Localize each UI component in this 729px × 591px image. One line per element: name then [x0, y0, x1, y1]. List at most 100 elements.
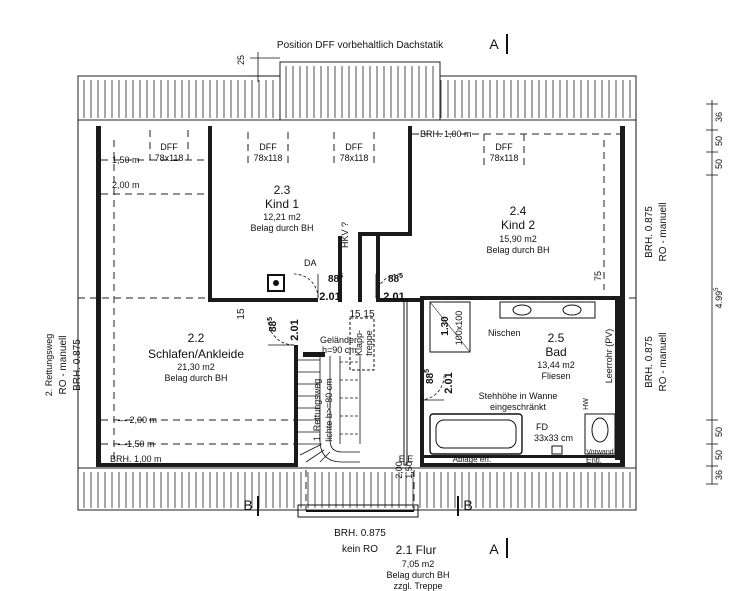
ablage-note: Ablage erf.: [453, 455, 492, 464]
brh-bottom-left: BRH. 1,00 m: [110, 454, 162, 464]
door-labels: 885 885 885 885 2.01 2.01 2.01 2.01 15 1…: [236, 271, 603, 394]
flur-exit: [297, 504, 419, 518]
door-885-c: 885: [267, 317, 279, 332]
room-number: 2.2: [188, 331, 205, 345]
dim-75: 75: [593, 271, 603, 281]
room-name: Bad: [545, 345, 566, 359]
hw-note: HW: [583, 398, 590, 410]
room-number-name: 2.1 Flur: [396, 543, 437, 557]
left-ro: RO - manuell: [58, 336, 69, 395]
room-name: Schlafen/Ankleide: [148, 347, 244, 361]
da-note: DA: [304, 258, 317, 268]
dff-window: DFF 78x118: [333, 132, 375, 166]
entl-note: Entl.: [586, 456, 602, 465]
dormer-top: [279, 61, 441, 121]
section-a-top: A: [489, 36, 499, 52]
nische-height: 1.30: [440, 316, 451, 336]
gelaender-height: h=90 cm: [322, 345, 357, 355]
right-dimension-chain: 36 50 50 4.995 50 50 36: [706, 100, 724, 485]
dff-size: 78x118: [254, 153, 283, 163]
dim-15: 15: [236, 308, 247, 320]
door-swings: [267, 273, 445, 401]
dff-windows: DFF 78x118 DFF 78x118 DFF 78x118 DFF 78x…: [149, 130, 525, 166]
dim-25: 25: [236, 55, 246, 65]
h150-bottom: —1,50 m: [118, 439, 155, 449]
stair-200: 2,00: [394, 461, 404, 479]
room-kind2: 2.4 Kind 2 15,90 m2 Belag durch BH: [486, 204, 549, 255]
left-brh: BRH. 0.875: [72, 339, 83, 391]
door-885-a: 885: [328, 273, 343, 285]
section-a-markers: A A: [489, 34, 508, 558]
right-ro-2: RO - manuell: [658, 333, 669, 392]
nische-size: 100x100: [454, 311, 464, 346]
room-number: 2.3: [274, 183, 291, 197]
room-kind1: 2.3 Kind 1 12,21 m2 Belag durch BH: [250, 183, 313, 233]
hkv-note: HKV ?: [340, 222, 350, 248]
dff-window: DFF 78x118: [247, 132, 289, 166]
stehhoehe-2: eingeschränkt: [490, 402, 547, 412]
dim-right-50-b: 50: [714, 159, 724, 169]
left-rettung: 2. Rettungsweg: [44, 334, 54, 397]
brh-flur: BRH. 0.875: [334, 528, 386, 539]
roof-hatch-bottom: [77, 467, 637, 511]
section-b-markers: B B: [243, 496, 473, 516]
annotations: HKV ? DA Geländer h=90 cm Klapp- treppe …: [304, 222, 614, 479]
dff-window: DFF 78x118: [149, 130, 189, 163]
room-floor: Belag durch BH: [486, 245, 549, 255]
room-bad: 2.5 Bad 13,44 m2 Fliesen: [537, 331, 575, 381]
room-floor: Belag durch BH: [164, 373, 227, 383]
vorwand-note: Vorwand: [586, 449, 613, 456]
rettungsweg-note: 1. Rettungsweg: [312, 379, 322, 442]
section-a-bottom: A: [489, 541, 499, 557]
room-area: 12,21 m2: [263, 212, 301, 222]
dim-right-50-a: 50: [714, 136, 724, 146]
h200-top: 2,00 m: [112, 180, 140, 190]
stair-150: 1,50: [404, 461, 414, 479]
room-number: 2.5: [548, 331, 565, 345]
nischen-note: Nischen: [488, 328, 521, 338]
right-ro-1: RO - manuell: [658, 203, 669, 262]
door-201-b: 2.01: [383, 291, 404, 303]
dim-right-36-bottom: 36: [714, 470, 724, 480]
right-brh-1: BRH. 0.875: [644, 206, 655, 258]
room-number: 2.4: [510, 204, 527, 218]
dff-label: DFF: [495, 142, 513, 152]
stehhoehe-1: Stehhöhe in Wanne: [479, 391, 558, 401]
door-885-d: 885: [424, 369, 436, 384]
room-name: Kind 1: [265, 197, 299, 211]
stair-ee: E E: [399, 454, 414, 464]
right-brh-2: BRH. 0.875: [644, 336, 655, 388]
brh-top: BRH. 1,00 m: [420, 129, 472, 139]
room-floor: Belag durch BH: [250, 223, 313, 233]
left-window-notes: 2. Rettungsweg RO - manuell BRH. 0.875: [44, 334, 83, 397]
right-window-notes: BRH. 0.875 RO - manuell BRH. 0.875 RO - …: [644, 203, 669, 392]
door-201-c: 2.01: [289, 319, 301, 340]
h200-bottom: — 2,00 m: [118, 415, 157, 425]
dff-window: DFF 78x118: [483, 134, 525, 166]
room-area: 21,30 m2: [177, 362, 215, 372]
section-b-left: B: [243, 497, 252, 513]
room-area: 13,44 m2: [537, 360, 575, 370]
room-flur: 2.1 Flur 7,05 m2 Belag durch BH zzgl. Tr…: [386, 543, 449, 591]
rettungsweg-width: lichte b>=80 cm: [324, 378, 334, 442]
room-schlafen: 2.2 Schlafen/Ankleide 21,30 m2 Belag dur…: [148, 331, 244, 383]
klapptreppe-1: Klapp-: [354, 330, 364, 356]
fd-size: 33x33 cm: [534, 433, 573, 443]
dff-size: 78x118: [340, 153, 369, 163]
dim-right-50-d: 50: [714, 450, 724, 460]
section-b-right: B: [463, 497, 472, 513]
door-201-a: 2.01: [319, 291, 340, 303]
position-note: Position DFF vorbehaltlich Dachstatik: [277, 40, 444, 51]
fd-label: FD: [536, 422, 548, 432]
staircase: [298, 356, 361, 463]
h150-top: 1,50 m: [112, 155, 140, 165]
dff-label: DFF: [259, 142, 277, 152]
klapptreppe-2: treppe: [364, 330, 374, 356]
gelaender-note: Geländer: [320, 335, 357, 345]
door-201-d: 2.01: [443, 372, 455, 393]
room-note: zzgl. Treppe: [393, 581, 442, 591]
height-lines: [78, 133, 636, 510]
room-area: 15,90 m2: [499, 234, 537, 244]
door-885-b: 885: [388, 273, 403, 285]
